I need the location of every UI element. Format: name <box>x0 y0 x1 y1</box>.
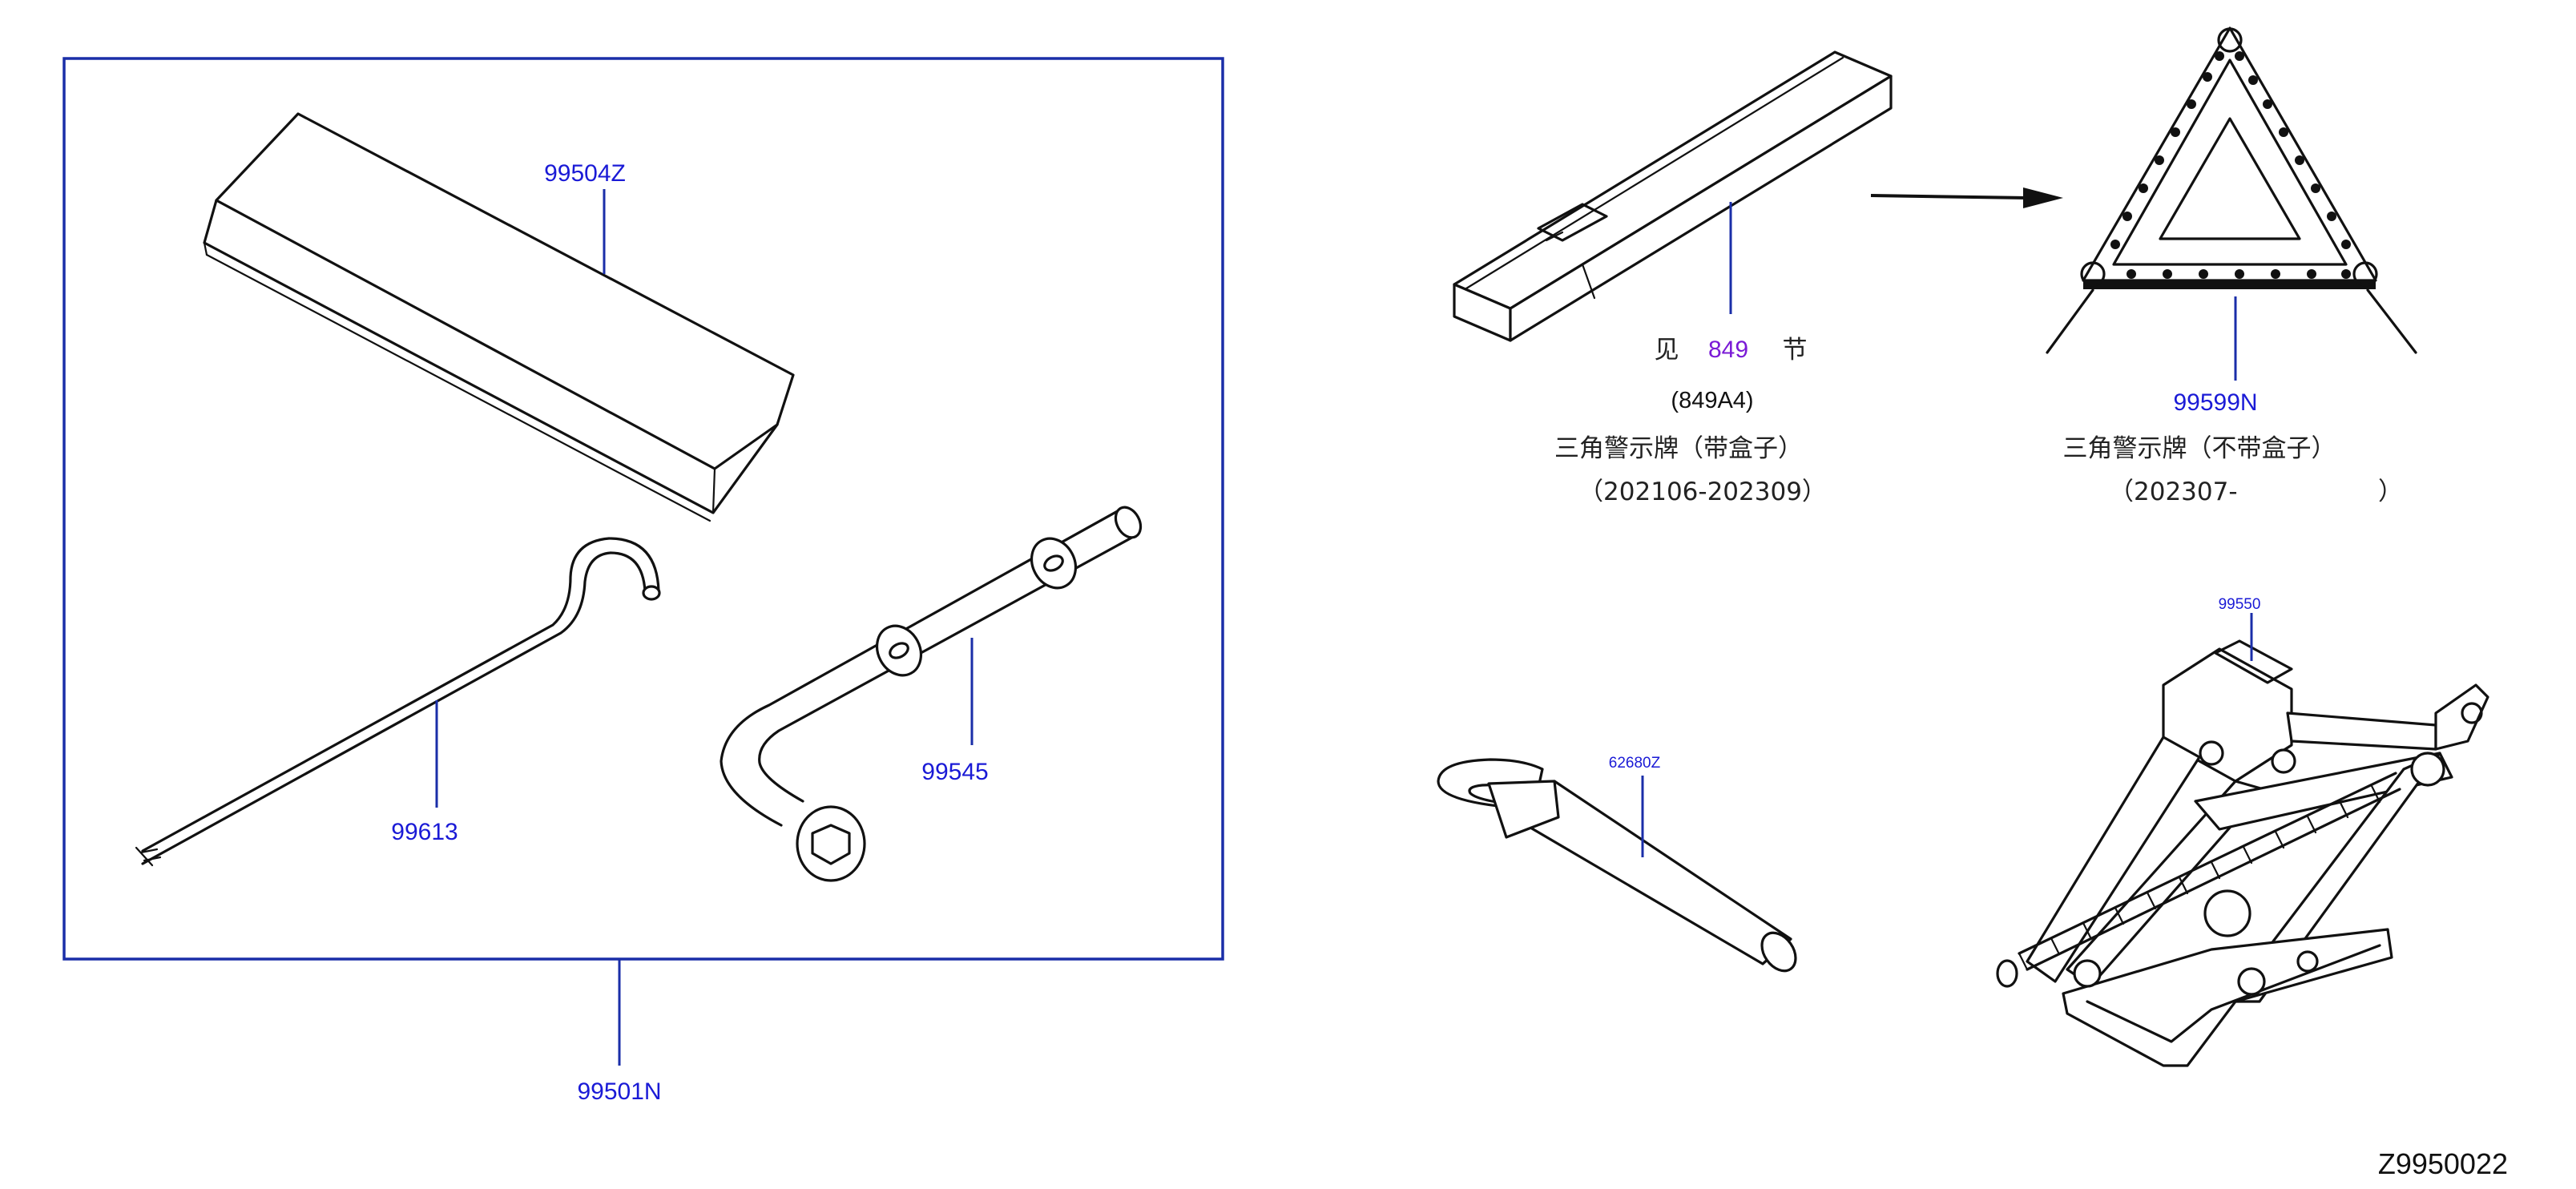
part-label-99504Z[interactable]: 99504Z <box>544 160 626 187</box>
see-section-prefix: 见 <box>1655 336 1679 365</box>
tow-hook-illustration <box>1437 758 1797 973</box>
scissor-jack-illustration <box>1996 639 2489 1067</box>
warning-triangle-period-start: （202307- <box>2109 478 2238 506</box>
warning-triangle-name: 三角警示牌（不带盒子） <box>2063 434 2336 463</box>
part-label-99599N[interactable]: 99599N <box>2173 389 2257 416</box>
see-section-link[interactable]: 849 <box>1708 337 1748 363</box>
tool-bag-illustration <box>203 112 795 522</box>
warning-triangle-illustration <box>2046 26 2417 354</box>
warning-triangle-box-illustration <box>1453 50 1893 342</box>
part-label-99613[interactable]: 99613 <box>391 819 458 845</box>
warning-triangle-period-end: ） <box>2378 478 2403 506</box>
tool-kit-group-box <box>62 57 1224 961</box>
warning-box-code: (849A4) <box>1671 388 1753 413</box>
warning-box-period: （202106-202309） <box>1578 478 1827 506</box>
transition-arrow <box>1870 187 2063 208</box>
part-label-99545[interactable]: 99545 <box>921 759 988 785</box>
warning-box-name: 三角警示牌（带盒子） <box>1554 434 1803 463</box>
part-label-99501N[interactable]: 99501N <box>577 1078 661 1105</box>
part-label-62680Z[interactable]: 62680Z <box>1609 755 1661 772</box>
diagram-id: Z9950022 <box>2378 1147 2508 1180</box>
see-section-suffix: 节 <box>1783 336 1808 365</box>
wheel-wrench-illustration <box>720 506 1143 882</box>
part-label-99550[interactable]: 99550 <box>2219 596 2261 613</box>
jack-handle-illustration <box>135 537 661 867</box>
